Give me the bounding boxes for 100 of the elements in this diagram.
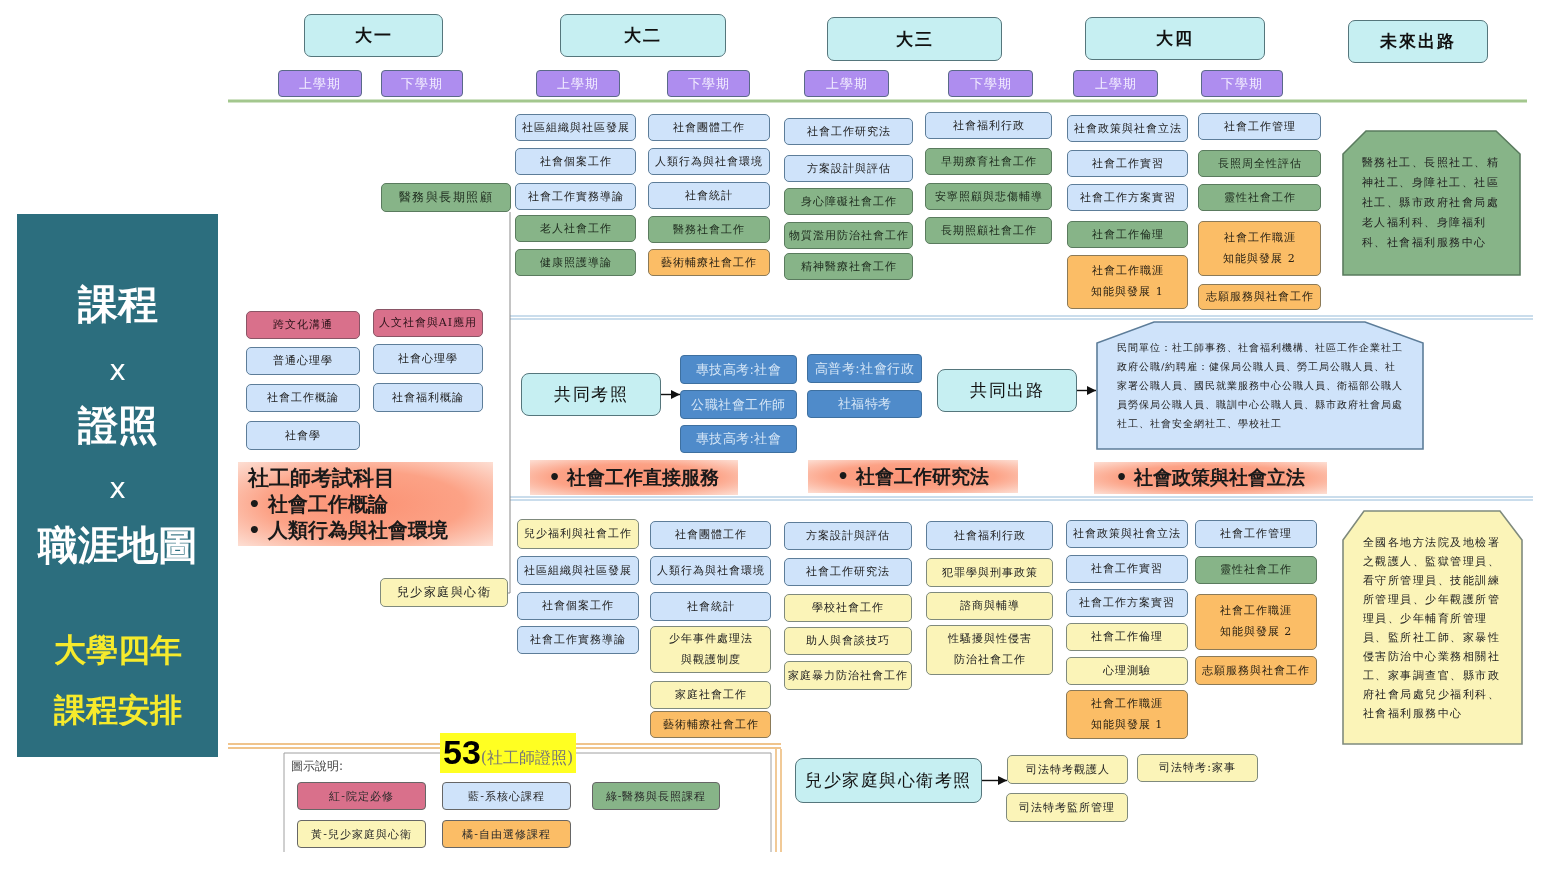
course-card: 社會工作實習 xyxy=(1066,555,1188,583)
course-card: 社會心理學 xyxy=(373,344,483,374)
course-card: 靈性社會工作 xyxy=(1198,184,1321,211)
legend-key: 紅-院定必修 xyxy=(297,782,426,810)
highlight-band: • 社會工作研究法 xyxy=(808,460,1018,493)
course-card: 家庭暴力防治社會工作 xyxy=(784,661,912,690)
course-card: 社會工作職涯知能與發展 2 xyxy=(1198,221,1321,276)
title-panel xyxy=(17,214,218,757)
exam-card: 社福特考 xyxy=(807,390,922,418)
course-card: 安寧照顧與悲傷輔導 xyxy=(925,183,1052,210)
band-heading: 社工師考試科目 xyxy=(248,465,395,491)
year-header: 大四 xyxy=(1085,17,1265,60)
course-card: 社區組織與社區發展 xyxy=(517,556,639,585)
exam-card: 專技高考:社會 xyxy=(680,355,797,384)
certificate-count-label: 53(社工師證照) xyxy=(440,733,577,773)
career-panel xyxy=(1096,321,1424,450)
course-card: 精神醫療社會工作 xyxy=(784,253,913,280)
legend-heading: 圖示說明: xyxy=(291,758,344,775)
category-box: 兒少家庭與心衛考照 xyxy=(795,758,982,803)
semester-tag: 下學期 xyxy=(667,70,750,97)
course-card: 早期療育社會工作 xyxy=(925,148,1052,175)
course-card: 社會工作實務導論 xyxy=(515,183,636,210)
year-header: 大二 xyxy=(560,14,726,57)
track-label: 兒少家庭與心衛 xyxy=(380,578,508,607)
course-card: 社會團體工作 xyxy=(648,114,770,141)
course-card: 社會個案工作 xyxy=(517,592,639,620)
course-card: 社會工作倫理 xyxy=(1066,623,1188,651)
semester-tag: 下學期 xyxy=(948,70,1033,97)
career-list-text: 民間單位：社工師事務、社會福利機構、社區工作企業社工 xyxy=(1117,341,1403,355)
title-text: x xyxy=(109,354,126,388)
course-card: 社會統計 xyxy=(648,182,770,209)
course-card: 社會學 xyxy=(246,421,360,450)
arrow xyxy=(660,390,681,399)
exam-card: 專技高考:社會 xyxy=(680,425,797,453)
career-list-text: 全國各地方法院及地檢署之觀護人、監獄管理員、看守所管理員、技能訓練所管理員、少年觀護所管理員、少年輔育所管理員、監所社工師、家暴性侵害防治中心業務相關社工、家事調查官、縣市政府社會局處兒少福利科、社會福利服務中心 xyxy=(1362,534,1501,722)
course-card: 社會工作概論 xyxy=(246,384,360,412)
semester-tag: 下學期 xyxy=(1201,70,1283,97)
course-card: 社會工作職涯知能與發展 1 xyxy=(1067,255,1188,309)
bullet-item: • 人類行為與社會環境 xyxy=(248,517,448,543)
course-card: 性騷擾與性侵害防治社會工作 xyxy=(926,625,1053,675)
course-card: 普通心理學 xyxy=(246,347,360,375)
course-card: 諮商與輔導 xyxy=(926,592,1053,620)
course-card: 社會福利概論 xyxy=(373,383,483,412)
track-label: 醫務與長期照顧 xyxy=(381,183,511,212)
course-card: 健康照護導論 xyxy=(515,249,636,276)
course-card: 老人社會工作 xyxy=(515,215,636,242)
course-card: 長期照顧社會工作 xyxy=(925,217,1052,244)
course-card: 社會工作研究法 xyxy=(784,558,912,586)
arrow xyxy=(1076,386,1097,395)
semester-tag: 上學期 xyxy=(536,70,620,97)
course-card: 人文社會與AI應用 xyxy=(373,309,483,337)
course-card: 社會福利行政 xyxy=(925,112,1052,139)
title-text: 課程 xyxy=(77,281,158,327)
career-list-text: 醫務社工、長照社工、精神社工、身障社工、社區社工、縣市政府社會局處老人福利科、身障福利科、社會福利服務中心 xyxy=(1361,155,1500,251)
course-card: 助人與會談技巧 xyxy=(784,627,912,655)
course-card: 醫務社會工作 xyxy=(648,216,770,243)
course-card: 社會工作方案實習 xyxy=(1066,589,1188,617)
career-panel xyxy=(1342,510,1523,745)
course-card: 人類行為與社會環境 xyxy=(648,148,770,175)
course-card: 社會工作職涯知能與發展 1 xyxy=(1066,690,1188,739)
course-card: 方案設計與評估 xyxy=(784,522,912,550)
course-card: 社會政策與社會立法 xyxy=(1067,115,1188,142)
title-text: x xyxy=(109,472,126,506)
course-card: 社會工作方案實習 xyxy=(1067,184,1188,211)
course-card: 方案設計與評估 xyxy=(784,155,913,182)
course-card: 社會政策與社會立法 xyxy=(1066,520,1188,548)
year-header: 大三 xyxy=(827,17,1002,61)
course-card: 社會工作實習 xyxy=(1067,150,1188,177)
course-card: 社會統計 xyxy=(650,592,771,621)
title-text: 大學四年課程安排 xyxy=(52,630,183,731)
course-card: 社會工作研究法 xyxy=(784,118,913,145)
category-box: 共同考照 xyxy=(521,373,661,416)
course-card: 家庭社會工作 xyxy=(650,681,771,709)
title-text: 職涯地圖 xyxy=(37,522,198,568)
course-card: 犯罪學與刑事政策 xyxy=(926,558,1053,587)
course-card: 社區組織與社區發展 xyxy=(515,114,636,141)
arrow xyxy=(981,776,1008,785)
course-card: 社會工作倫理 xyxy=(1067,221,1188,248)
category-box: 共同出路 xyxy=(937,369,1077,412)
year-header: 大一 xyxy=(304,14,443,57)
course-card: 社會福利行政 xyxy=(926,521,1053,550)
course-card: 司法特考監所管理 xyxy=(1006,793,1128,822)
title-text: 證照 xyxy=(77,402,158,448)
exam-card: 公職社會工作師 xyxy=(680,390,797,419)
course-card: 心理測驗 xyxy=(1066,657,1188,685)
legend-key: 綠-醫務與長照課程 xyxy=(592,782,720,810)
course-card: 社會工作管理 xyxy=(1198,113,1321,140)
highlight-band: • 社會工作直接服務 xyxy=(530,460,738,495)
career-list-text: 政府公職/約聘雇：健保局公職人員、勞工局公職人員、社家署公職人員、國民就業服務中心公職人員、衛福部公職人員勞保局公職人員、職訓中心公職人員、縣市政府社會局處社工、社會安全網社工、學校社工 xyxy=(1117,360,1403,431)
semester-tag: 上學期 xyxy=(804,70,889,97)
course-card: 人類行為與社會環境 xyxy=(650,556,771,585)
course-card: 兒少福利與社會工作 xyxy=(517,519,639,549)
course-card: 社會個案工作 xyxy=(515,148,636,175)
legend-key: 黃-兒少家庭與心衛 xyxy=(297,820,426,848)
course-card: 司法特考:家事 xyxy=(1137,754,1258,782)
course-card: 學校社會工作 xyxy=(784,594,912,622)
legend-key: 橘-自由選修課程 xyxy=(442,820,571,848)
exam-card: 高普考:社會行政 xyxy=(807,354,922,383)
highlight-band xyxy=(238,462,493,546)
course-card: 藝術輔療社會工作 xyxy=(650,711,771,738)
